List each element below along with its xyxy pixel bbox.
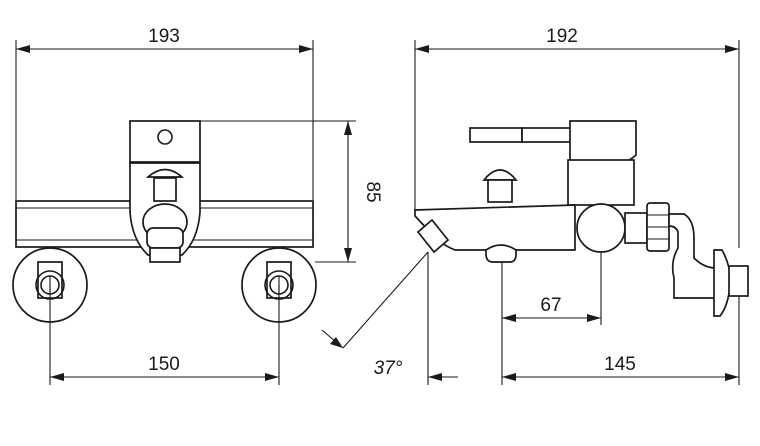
front-diverter-knob <box>145 168 185 202</box>
side-bottom-outlet <box>485 244 517 263</box>
dimension-label-front-width: 193 <box>148 26 180 47</box>
side-round-connector <box>576 203 648 253</box>
side-spout-outlet <box>416 218 450 254</box>
dimension-spout-angle: 37° <box>321 251 458 385</box>
front-spout <box>142 203 188 263</box>
dimension-label-side-projection: 145 <box>604 354 636 375</box>
dimension-front-height: 85 <box>200 120 383 263</box>
side-s-connector <box>668 213 717 299</box>
dimension-side-depth: 192 <box>414 26 740 248</box>
side-view: 192 <box>321 26 749 385</box>
front-view: 193 85 <box>12 26 383 385</box>
dimension-label-spout-angle: 37° <box>374 358 403 379</box>
side-wall-flange <box>713 249 749 317</box>
dimension-side-projection: 145 <box>501 296 740 385</box>
dimension-label-front-height: 85 <box>362 181 383 202</box>
dimension-label-side-spout-offset: 67 <box>540 295 561 316</box>
dimension-front-width: 193 <box>15 26 314 200</box>
side-cartridge-body <box>567 159 635 206</box>
side-lever-handle <box>469 120 637 166</box>
dimension-label-side-depth: 192 <box>546 26 578 47</box>
dimension-front-centers: 150 <box>49 285 280 385</box>
side-hex-nut <box>646 202 670 252</box>
side-diverter-knob <box>482 169 518 203</box>
dimension-side-spout-offset: 67 <box>501 252 602 325</box>
dimension-label-front-centers: 150 <box>148 354 180 375</box>
